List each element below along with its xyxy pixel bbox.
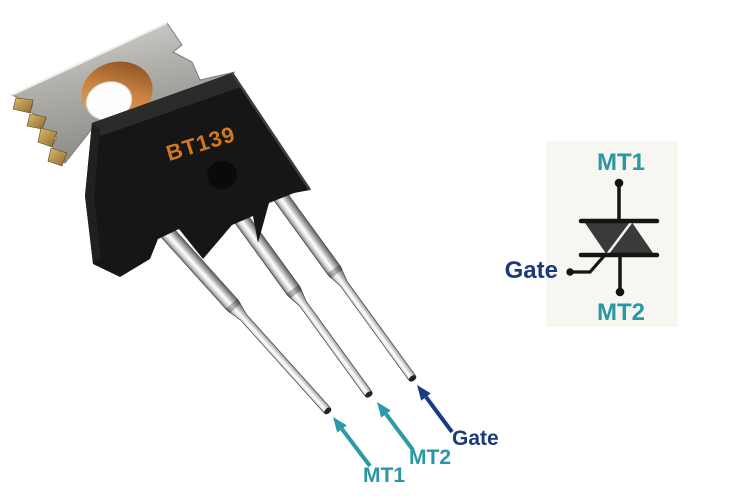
package-body (85, 72, 312, 277)
mounting-hole (81, 61, 153, 123)
lead-gate (263, 176, 417, 382)
tab-top-highlight (11, 22, 168, 96)
body-right-edge-highlight (230, 72, 312, 191)
body-indent (207, 160, 237, 190)
triac-symbol (546, 141, 678, 327)
symbol-triangle-down (585, 223, 631, 255)
heatsink-tab (10, 22, 236, 167)
pin-arrows (333, 385, 454, 468)
lead-mt1 (148, 213, 332, 415)
symbol-triangle-gap (605, 219, 634, 257)
arrow-mt2 (377, 402, 415, 452)
photo-label-mt1: MT1 (363, 464, 405, 487)
arrow-mt1 (333, 417, 372, 468)
body-top-bevel (92, 73, 241, 136)
component-photo (10, 22, 454, 468)
gold-edge-bits (12, 97, 68, 167)
symbol-mt2-terminal-dot (615, 287, 625, 297)
symbol-gate-lead (568, 253, 607, 274)
lead-mt2 (224, 199, 373, 398)
body-left-bevel (85, 123, 101, 263)
symbol-label-mt2: MT2 (597, 299, 645, 326)
arrow-gate (417, 385, 454, 434)
symbol-triangle-up (607, 221, 653, 253)
leads (148, 176, 417, 415)
symbol-label-gate: Gate (504, 257, 558, 284)
photo-label-gate: Gate (452, 427, 499, 450)
symbol-gate-terminal-dot (566, 268, 574, 276)
body-silhouette (85, 73, 310, 277)
symbol-mt1-terminal-dot (614, 178, 624, 188)
symbol-label-mt1: MT1 (597, 149, 645, 176)
photo-label-mt2: MT2 (409, 446, 451, 469)
